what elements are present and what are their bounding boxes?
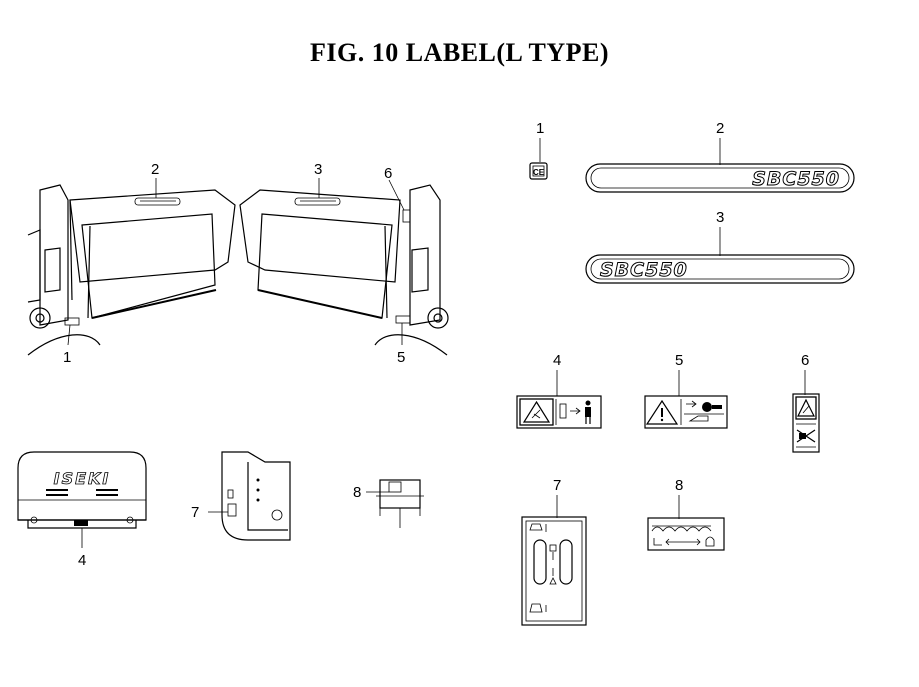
right-machine-view: 3 6 5 [239, 161, 449, 366]
label-8-number: 8 [675, 477, 683, 494]
label-5-number: 5 [675, 352, 683, 369]
label-2-number: 2 [716, 120, 724, 137]
label-3-number: 3 [716, 209, 724, 226]
ce-mark: CE [533, 168, 545, 177]
label-8-instruction: 8 [647, 477, 725, 551]
label-4-warning: 4 [516, 352, 602, 429]
callout-6-right: 6 [384, 165, 392, 182]
cover-view: ISEKI 4 [17, 451, 147, 569]
label-1-ce: 1 CE [529, 120, 548, 180]
label-2-model-decal: 2 SBC550 [585, 120, 855, 193]
callout-3-right: 3 [314, 161, 322, 178]
label-2-text: SBC550 [752, 168, 840, 190]
label-4-number: 4 [553, 352, 561, 369]
label-6-warning: 6 [792, 352, 820, 453]
label-3-text: SBC550 [600, 259, 688, 281]
left-machine-view: 2 1 [27, 161, 236, 366]
figure-title: FIG. 10 LABEL(L TYPE) [310, 38, 609, 67]
callout-1-left: 1 [63, 349, 71, 366]
callout-8-top: 8 [353, 484, 361, 501]
label-7-number: 7 [553, 477, 561, 494]
callout-2-left: 2 [151, 161, 159, 178]
label-3-model-decal: 3 SBC550 [585, 209, 855, 284]
label-6-number: 6 [801, 352, 809, 369]
top-view: 8 [353, 479, 424, 528]
label-7-instruction: 7 [521, 477, 587, 626]
callout-5-right: 5 [397, 349, 405, 366]
callout-7-side: 7 [191, 504, 199, 521]
cover-brand: ISEKI [54, 469, 111, 488]
side-view: 7 [191, 451, 291, 541]
label-5-warning: 5 [644, 352, 728, 429]
label-1-number: 1 [536, 120, 544, 137]
callout-4-cover: 4 [78, 552, 86, 569]
